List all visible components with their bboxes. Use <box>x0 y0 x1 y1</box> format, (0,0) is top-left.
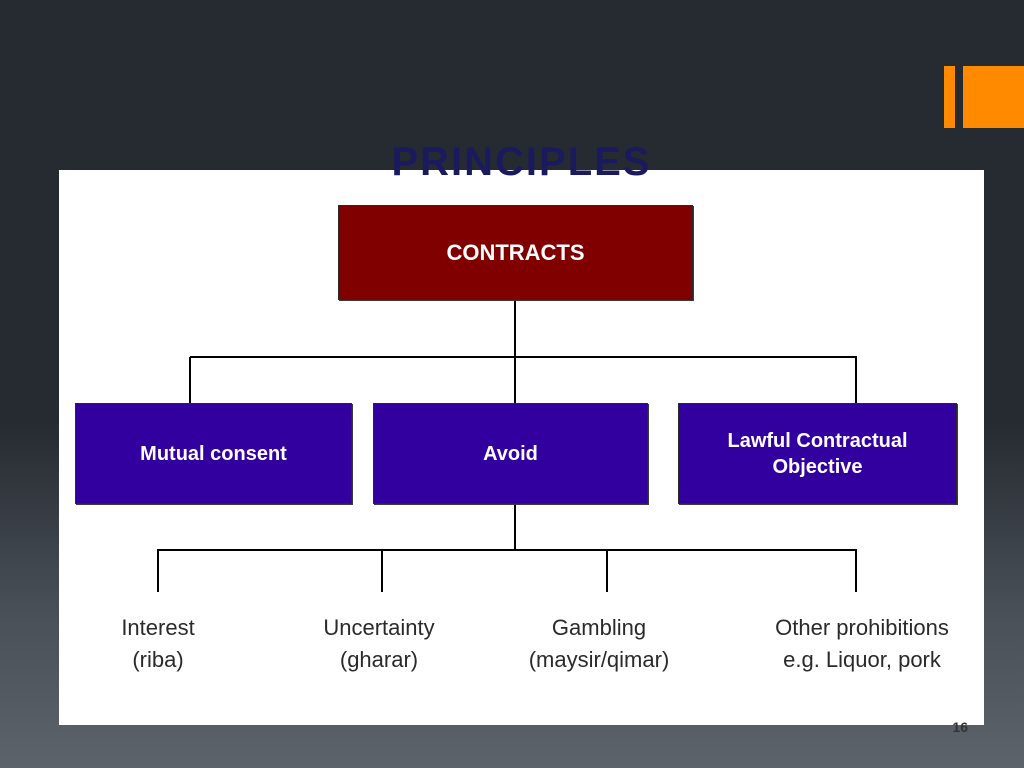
accent-bar-thin <box>944 66 955 128</box>
avoid-label: Avoid <box>483 442 538 465</box>
leaf-uncertainty-line1: Uncertainty <box>323 615 435 640</box>
leaf-other-prohibitions: Other prohibitions e.g. Liquor, pork <box>747 612 977 676</box>
leaf-uncertainty: Uncertainty (gharar) <box>299 612 459 676</box>
leaf-other-line1: Other prohibitions <box>775 615 949 640</box>
diagram-panel: PRINCIPLES CONTRACTS Mutual consent Avoi… <box>59 140 984 735</box>
connector-lines <box>157 300 857 592</box>
leaf-other-line2: e.g. Liquor, pork <box>783 647 941 672</box>
lawful-objective-label-line2: Objective <box>772 455 863 478</box>
leaf-gambling: Gambling (maysir/qimar) <box>504 612 694 676</box>
contracts-box: CONTRACTS <box>338 205 693 300</box>
leaf-interest-line1: Interest <box>121 615 195 640</box>
avoid-box: Avoid <box>373 403 648 504</box>
leaf-uncertainty-line2: (gharar) <box>339 647 419 672</box>
page-number: 16 <box>952 719 968 735</box>
cut-off-title: PRINCIPLES <box>391 140 652 184</box>
mutual-consent-box: Mutual consent <box>75 403 352 504</box>
leaf-interest-line2: (riba) <box>132 647 184 672</box>
accent-bar-wide <box>963 66 1024 128</box>
leaf-interest: Interest (riba) <box>88 612 228 676</box>
lawful-objective-label-line1: Lawful Contractual <box>727 429 908 452</box>
leaf-gambling-line2: (maysir/qimar) <box>528 647 670 672</box>
mutual-consent-label: Mutual consent <box>140 442 287 465</box>
lawful-objective-box: Lawful Contractual Objective <box>678 403 957 504</box>
contracts-label: CONTRACTS <box>446 239 585 265</box>
leaf-gambling-line1: Gambling <box>551 615 647 640</box>
